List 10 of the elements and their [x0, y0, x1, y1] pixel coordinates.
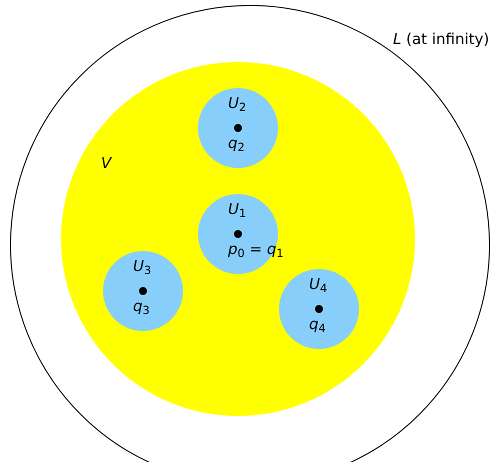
node-label: U$_{4}$: [309, 275, 328, 294]
node-label: U$_{2}$: [228, 94, 246, 113]
point-label: p$_{0}$ = q$_{1}$: [228, 240, 284, 259]
node-label: L (at infinity): [393, 30, 490, 49]
node-label: V: [101, 154, 112, 173]
point-label: q$_{3}$: [133, 297, 150, 316]
node-label: U$_{3}$: [133, 257, 152, 276]
point-label: q$_{2}$: [228, 134, 245, 153]
point-label: q$_{4}$: [309, 315, 326, 334]
node-label: U$_{1}$: [228, 200, 246, 219]
